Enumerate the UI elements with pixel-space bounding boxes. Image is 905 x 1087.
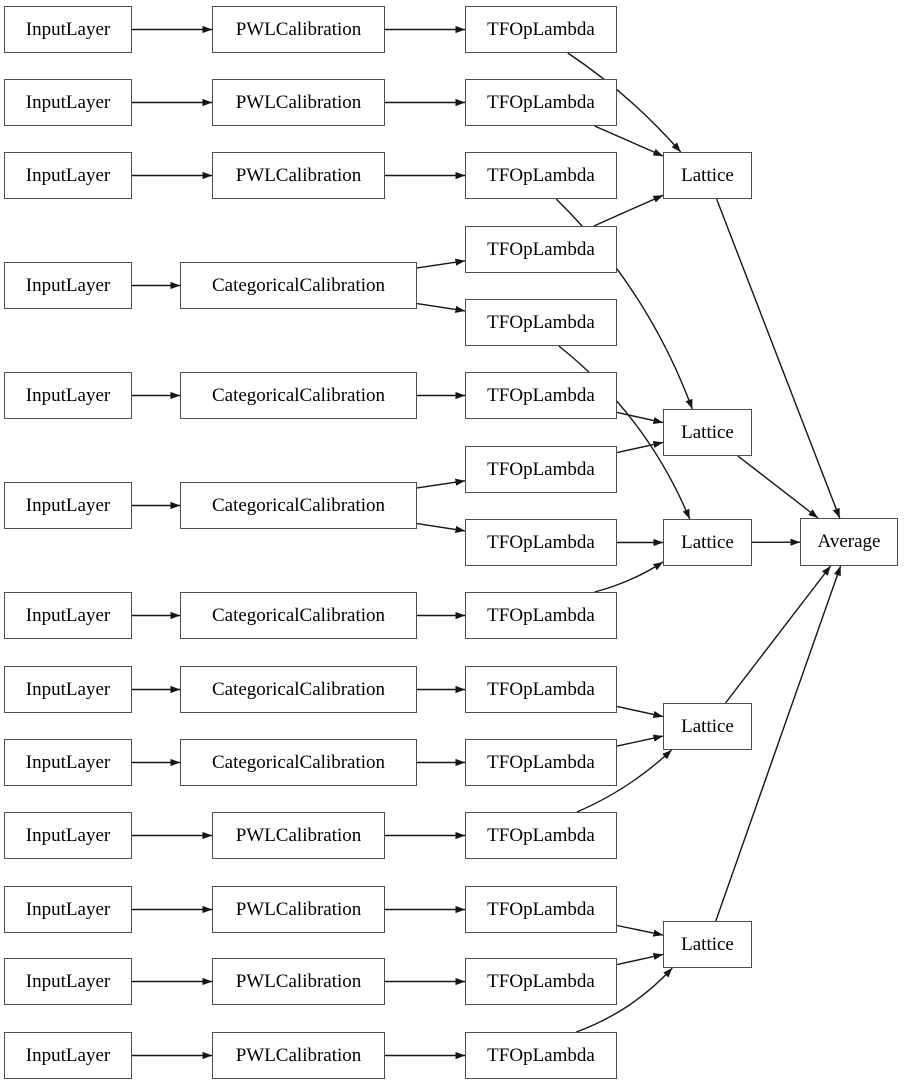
- edge-tf8-to-lt4: [616, 705, 664, 719]
- edge-tf4b-to-lt3: [558, 345, 691, 520]
- edge-tf5-to-lt2: [616, 411, 664, 425]
- edge-lt4-to-avg: [724, 565, 832, 704]
- node-in9-inputlayer: InputLayer: [4, 739, 132, 786]
- node-tf12-tfoplambda: TFOpLambda: [465, 958, 617, 1005]
- node-in8-inputlayer: InputLayer: [4, 666, 132, 713]
- edge-tf4a-to-lt1: [593, 194, 664, 227]
- edge-cal6-to-tf6a: [416, 478, 466, 489]
- edge-lt5-to-avg: [715, 565, 842, 922]
- node-lt2-lattice: Lattice: [663, 409, 752, 456]
- node-lt3-lattice: Lattice: [663, 519, 752, 566]
- node-tf8-tfoplambda: TFOpLambda: [465, 666, 617, 713]
- node-cal13-pwlcalibration: PWLCalibration: [212, 1032, 385, 1079]
- node-tf5-tfoplambda: TFOpLambda: [465, 372, 617, 419]
- node-tf4a-tfoplambda: TFOpLambda: [465, 226, 617, 273]
- edge-tf13-to-lt5: [576, 967, 673, 1033]
- edge-lt2-to-avg: [737, 455, 819, 519]
- node-in11-inputlayer: InputLayer: [4, 886, 132, 933]
- node-cal4-categoricalcalibration: CategoricalCalibration: [180, 262, 417, 309]
- node-in7-inputlayer: InputLayer: [4, 592, 132, 639]
- edge-tf7-to-lt3: [594, 561, 664, 593]
- node-cal9-categoricalcalibration: CategoricalCalibration: [180, 739, 417, 786]
- node-cal1-pwlcalibration: PWLCalibration: [212, 6, 385, 53]
- node-tf6b-tfoplambda: TFOpLambda: [465, 519, 617, 566]
- edge-tf2-to-lt1: [594, 125, 664, 157]
- node-lt5-lattice: Lattice: [663, 921, 752, 968]
- node-cal12-pwlcalibration: PWLCalibration: [212, 958, 385, 1005]
- node-cal7-categoricalcalibration: CategoricalCalibration: [180, 592, 417, 639]
- node-lt1-lattice: Lattice: [663, 152, 752, 199]
- node-cal11-pwlcalibration: PWLCalibration: [212, 886, 385, 933]
- node-tf11-tfoplambda: TFOpLambda: [465, 886, 617, 933]
- node-in1-inputlayer: InputLayer: [4, 6, 132, 53]
- edge-lt1-to-avg: [715, 198, 841, 519]
- edge-cal4-to-tf4b: [416, 302, 466, 314]
- node-in12-inputlayer: InputLayer: [4, 958, 132, 1005]
- edge-tf12-to-lt5: [616, 952, 664, 966]
- node-cal10-pwlcalibration: PWLCalibration: [212, 812, 385, 859]
- node-in13-inputlayer: InputLayer: [4, 1032, 132, 1079]
- edge-tf1-to-lt1: [567, 52, 682, 153]
- node-cal8-categoricalcalibration: CategoricalCalibration: [180, 666, 417, 713]
- node-tf1-tfoplambda: TFOpLambda: [465, 6, 617, 53]
- node-in3-inputlayer: InputLayer: [4, 152, 132, 199]
- edge-tf3-to-lt2: [555, 198, 693, 410]
- node-tf13-tfoplambda: TFOpLambda: [465, 1032, 617, 1079]
- node-in6-inputlayer: InputLayer: [4, 482, 132, 529]
- node-cal3-pwlcalibration: PWLCalibration: [212, 152, 385, 199]
- node-tf10-tfoplambda: TFOpLambda: [465, 812, 617, 859]
- node-in5-inputlayer: InputLayer: [4, 372, 132, 419]
- edge-tf11-to-lt5: [616, 924, 664, 937]
- node-cal6-categoricalcalibration: CategoricalCalibration: [180, 482, 417, 529]
- node-cal2-pwlcalibration: PWLCalibration: [212, 79, 385, 126]
- edge-group: [132, 25, 842, 1060]
- node-tf7-tfoplambda: TFOpLambda: [465, 592, 617, 639]
- node-tf6a-tfoplambda: TFOpLambda: [465, 446, 617, 493]
- edge-cal4-to-tf4a: [416, 258, 466, 269]
- edge-tf6a-to-lt2: [616, 440, 664, 454]
- node-cal5-categoricalcalibration: CategoricalCalibration: [180, 372, 417, 419]
- node-tf9-tfoplambda: TFOpLambda: [465, 739, 617, 786]
- node-in4-inputlayer: InputLayer: [4, 262, 132, 309]
- node-lt4-lattice: Lattice: [663, 703, 752, 750]
- node-tf2-tfoplambda: TFOpLambda: [465, 79, 617, 126]
- node-in2-inputlayer: InputLayer: [4, 79, 132, 126]
- node-avg-average: Average: [800, 518, 898, 566]
- edge-tf9-to-lt4: [616, 734, 664, 747]
- node-tf3-tfoplambda: TFOpLambda: [465, 152, 617, 199]
- node-in10-inputlayer: InputLayer: [4, 812, 132, 859]
- node-tf4b-tfoplambda: TFOpLambda: [465, 299, 617, 346]
- edge-tf10-to-lt4: [576, 749, 673, 813]
- edge-cal6-to-tf6b: [416, 522, 466, 534]
